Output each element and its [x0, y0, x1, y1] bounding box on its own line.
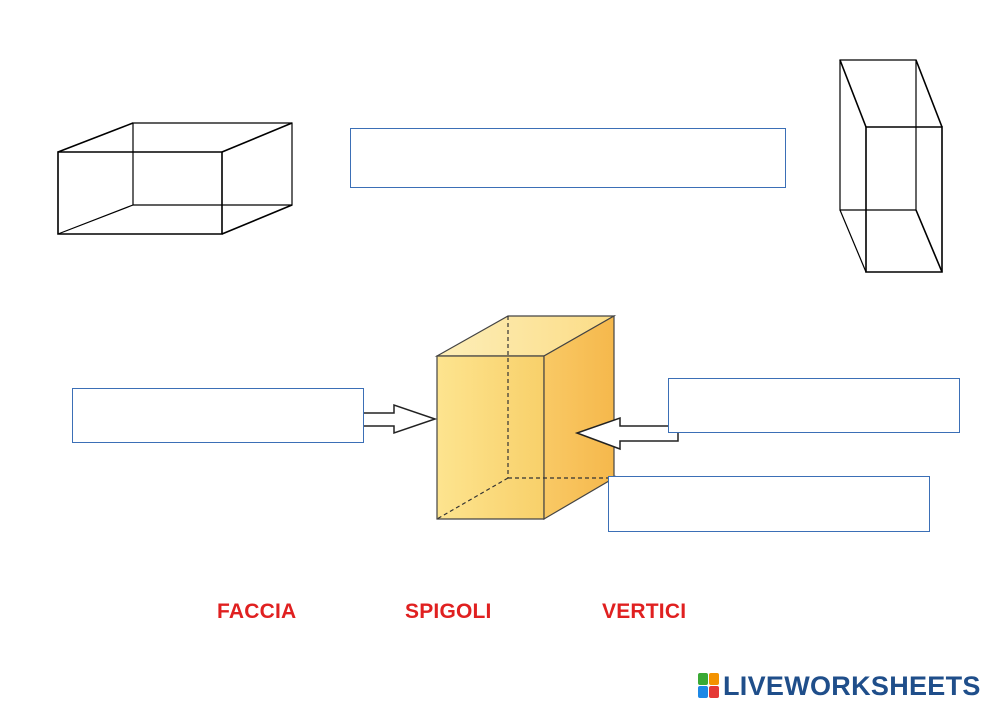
logo-mark-icon — [698, 673, 720, 699]
arrow-left-icon — [574, 416, 679, 451]
wireframe-prism-tall — [839, 59, 943, 273]
hidden-edges — [436, 316, 614, 520]
solid-front-face — [436, 355, 545, 520]
logo-text: LIVEWORKSHEETS — [723, 670, 981, 701]
word-spigoli[interactable]: SPIGOLI — [405, 600, 492, 623]
answer-box-top[interactable] — [350, 128, 786, 188]
word-faccia[interactable]: FACCIA — [217, 600, 297, 623]
answer-box-bottom[interactable] — [608, 476, 930, 532]
word-vertici[interactable]: VERTICI — [602, 600, 687, 623]
solid-prism — [434, 314, 619, 521]
wireframe-prism-flat — [57, 122, 293, 235]
answer-box-left[interactable] — [72, 388, 364, 443]
answer-box-right[interactable] — [668, 378, 960, 433]
liveworksheets-logo: LIVEWORKSHEETS — [698, 670, 981, 702]
